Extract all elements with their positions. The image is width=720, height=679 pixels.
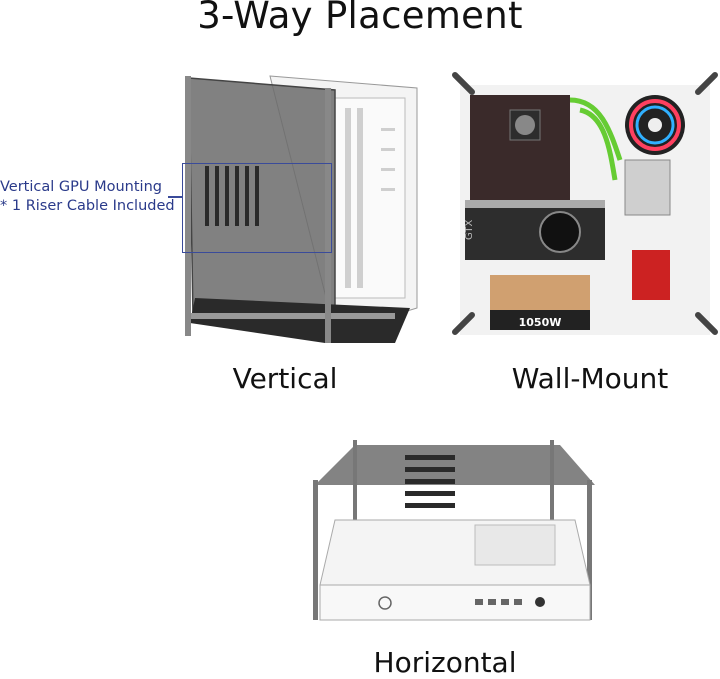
label-wall-mount: Wall-Mount [511, 362, 669, 395]
vertical-case-image [185, 75, 418, 343]
gpu-label-text: GTX [464, 219, 475, 240]
wall-mount-case-image: GTX 1050W [452, 72, 718, 335]
psu-label-text: 1050W [519, 316, 562, 329]
horizontal-case-image [313, 440, 595, 621]
callout-line-2: * 1 Riser Cable Included [0, 198, 175, 214]
gpu-mount-callout: Vertical GPU Mounting * 1 Riser Cable In… [0, 178, 180, 216]
label-vertical: Vertical [232, 362, 338, 395]
callout-connector [168, 196, 182, 198]
page-title: 3-Way Placement [197, 0, 523, 37]
callout-line-1: Vertical GPU Mounting [0, 179, 162, 195]
callout-highlight-box [182, 163, 332, 253]
label-horizontal: Horizontal [373, 646, 517, 679]
